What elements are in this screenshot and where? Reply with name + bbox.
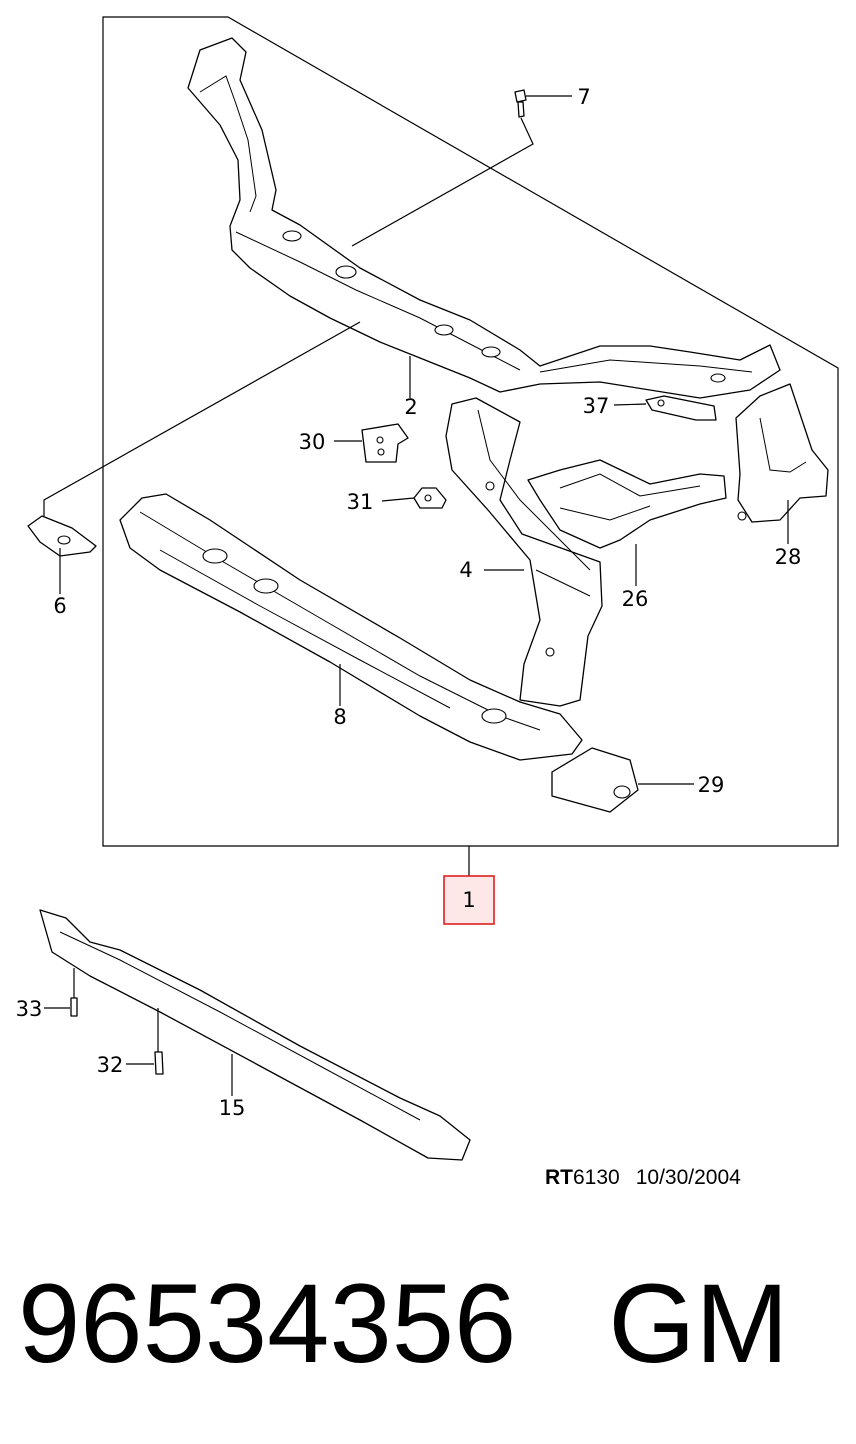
part-bolt-7[interactable] — [514, 89, 527, 118]
callout-7: 7 — [577, 85, 590, 109]
part-bracket-30[interactable] — [361, 423, 409, 463]
stamp-code: 6130 — [573, 1166, 620, 1189]
part-block-29[interactable] — [551, 747, 639, 813]
callout-2: 2 — [404, 395, 417, 419]
callout-1: 1 — [462, 888, 475, 912]
part-clip-31[interactable] — [413, 487, 447, 509]
part-bracket-37[interactable] — [645, 395, 717, 421]
drawing-stamp: RT6130 10/30/2004 — [545, 1166, 741, 1189]
callout-8: 8 — [333, 705, 346, 729]
part-bracket-6[interactable] — [27, 515, 97, 557]
part-fastener-33[interactable] — [70, 997, 78, 1017]
callout-4: 4 — [459, 558, 472, 582]
part-bracket-26[interactable] — [527, 459, 727, 549]
callout-30: 30 — [299, 430, 326, 454]
stamp-prefix: RT — [545, 1166, 573, 1189]
part-fastener-32[interactable] — [154, 1051, 164, 1075]
callout-6: 6 — [53, 594, 66, 618]
callout-33: 33 — [16, 997, 43, 1021]
part-number: 96534356 — [18, 1261, 517, 1386]
callout-29: 29 — [698, 773, 725, 797]
part-upper-tie-bar[interactable] — [187, 37, 781, 399]
brand-name: GM — [608, 1261, 789, 1386]
part-deflector-15[interactable] — [39, 909, 471, 1161]
callout-28: 28 — [775, 545, 802, 569]
part-latch-support-4[interactable] — [445, 397, 603, 707]
stamp-date: 10/30/2004 — [636, 1166, 741, 1189]
assembly-frame — [102, 16, 839, 847]
part-side-bracket-28[interactable] — [735, 383, 829, 523]
part-lower-tie-bar[interactable] — [119, 493, 583, 761]
callout-26: 26 — [622, 587, 649, 611]
callout-37: 37 — [583, 394, 610, 418]
callout-15: 15 — [219, 1096, 246, 1120]
callout-32: 32 — [97, 1053, 124, 1077]
callout-1-highlight[interactable] — [443, 875, 495, 925]
callout-31: 31 — [347, 490, 374, 514]
